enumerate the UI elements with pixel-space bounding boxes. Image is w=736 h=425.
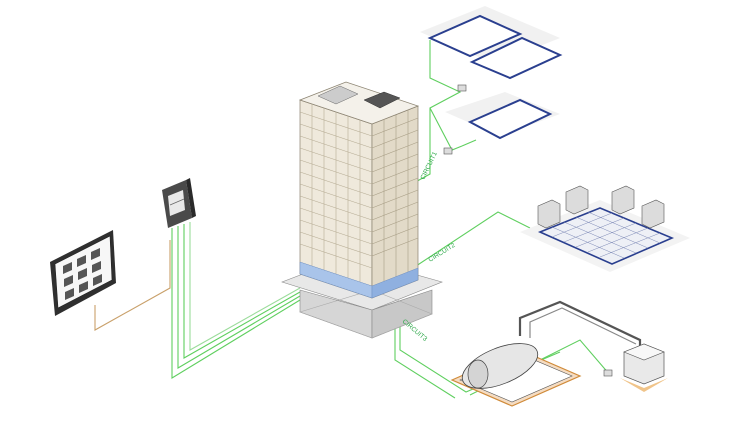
roof-heating-panel-icon <box>420 6 563 140</box>
underfloor-heating-icon <box>520 185 690 272</box>
circuit-label-2: CIRCUIT2 <box>427 242 456 264</box>
tank-heater-icon <box>450 300 668 407</box>
meter-cabinet-icon <box>162 178 196 228</box>
circuit-label-1: CIRCUIT1 <box>420 151 440 181</box>
outdoor-unit-icon <box>537 185 665 229</box>
circuit-label-3: CIRCUIT3 <box>401 318 429 343</box>
office-tower-icon <box>281 81 443 339</box>
control-keypad-icon <box>50 230 116 316</box>
junction-box-icon <box>443 84 613 377</box>
